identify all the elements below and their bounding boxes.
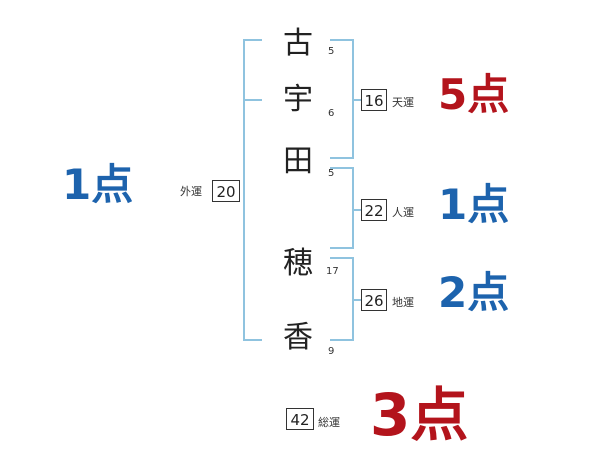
jinun-value-box: 22 — [361, 199, 387, 221]
stroke-count-4: 17 — [326, 266, 339, 277]
souun-score: 3点 — [370, 381, 469, 449]
name-char-4: 穂 — [283, 246, 313, 281]
souun-value-box: 42 — [286, 408, 314, 430]
gaiun-score: 1点 — [62, 160, 134, 209]
tenun-score: 5点 — [438, 70, 510, 119]
souun-label: 総運 — [318, 416, 340, 429]
stroke-count-1: 5 — [328, 46, 335, 57]
chiun-score: 2点 — [438, 268, 510, 317]
tenun-label: 天運 — [392, 96, 414, 109]
gaiun-label: 外運 — [180, 185, 202, 198]
name-char-1: 古 — [283, 26, 313, 61]
name-char-3: 田 — [283, 144, 313, 179]
stroke-count-3: 5 — [328, 168, 335, 179]
name-char-2: 宇 — [283, 82, 313, 117]
gaiun-value-box: 20 — [212, 180, 240, 202]
gaiun-bracket — [243, 39, 262, 341]
chiun-label: 地運 — [392, 296, 414, 309]
jinun-score: 1点 — [438, 180, 510, 229]
jinun-label: 人運 — [392, 206, 414, 219]
stroke-count-5: 9 — [328, 346, 335, 357]
stroke-count-2: 6 — [328, 108, 335, 119]
jinun-bracket — [330, 167, 354, 249]
chiun-value-box: 26 — [361, 289, 387, 311]
tenun-value-box: 16 — [361, 89, 387, 111]
name-char-5: 香 — [283, 320, 313, 355]
